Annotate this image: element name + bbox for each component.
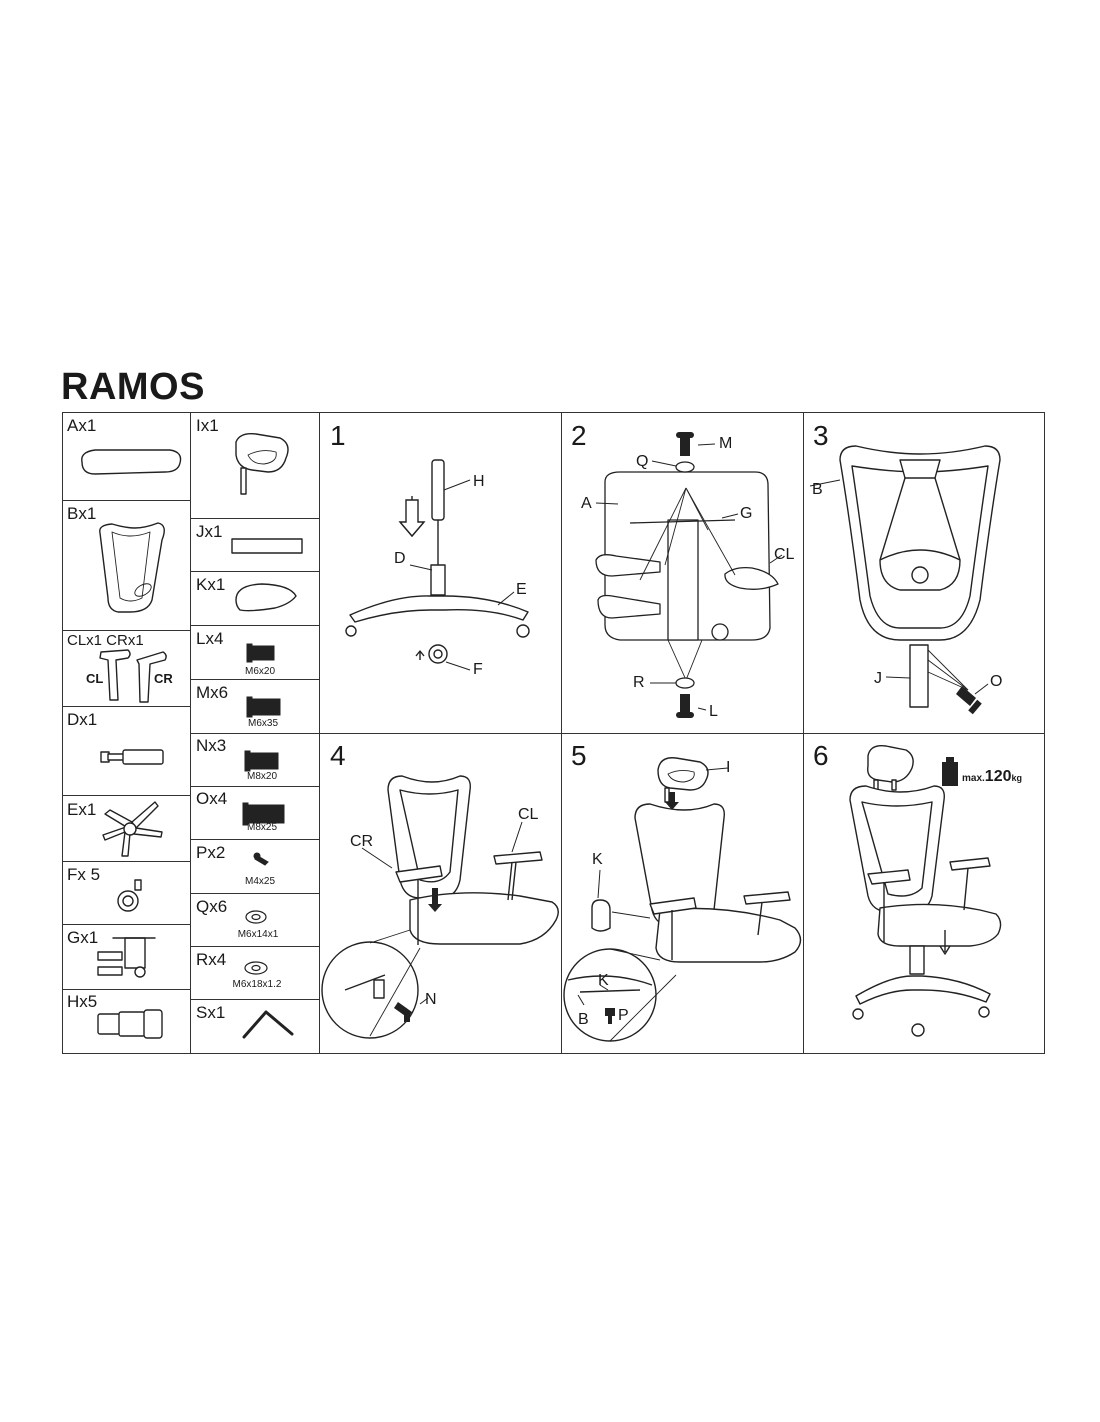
callout-CL: CL (774, 546, 795, 563)
part-label-M: Mx6 (196, 683, 229, 702)
part-label-CL-CR: CLx1 CRx1 (67, 632, 144, 649)
step-number-4: 4 (330, 740, 346, 771)
part-size-N: M8x20 (246, 771, 277, 782)
part-label-S: Sx1 (196, 1003, 226, 1022)
part-label-G: Gx1 (67, 928, 99, 947)
armrest-right-icon (136, 651, 167, 703)
sheet-frame (62, 412, 1045, 1054)
part-label-J: Jx1 (196, 522, 223, 541)
screw-O-icon (242, 802, 285, 826)
armrest-left-icon (99, 649, 131, 701)
part-size-Q: M6x14x1 (237, 929, 279, 940)
part-label-O: Ox4 (196, 789, 228, 808)
part-label-E: Ex1 (67, 800, 97, 819)
step-3-illustration (809, 445, 1001, 708)
seat-cushion-icon (81, 449, 182, 475)
callout-H: H (473, 473, 485, 490)
callout-I: I (726, 759, 731, 776)
callout-M: M (719, 435, 733, 452)
part-label-L: Lx4 (196, 629, 224, 648)
part-label-B: Bx1 (67, 504, 97, 523)
caster-icon (117, 879, 142, 912)
callout-CL-step4: CL (518, 806, 539, 823)
screw-M-icon (246, 696, 281, 718)
callout-K-detail: K (598, 972, 609, 989)
callout-O: O (990, 673, 1003, 690)
part-size-P: M4x25 (244, 876, 275, 887)
callout-E: E (516, 581, 527, 598)
weight-icon (942, 757, 958, 786)
callout-P: P (618, 1007, 629, 1024)
step-4-illustration (321, 775, 559, 1039)
part-label-D: Dx1 (67, 710, 98, 729)
screw-L-icon (246, 643, 275, 663)
plate-icon (231, 538, 303, 554)
callout-B: B (812, 481, 823, 498)
step-5-illustration (563, 757, 802, 1042)
max-load-label: max.120kg (962, 768, 1022, 786)
step-2-illustration (595, 443, 783, 711)
gas-lift-icon (100, 749, 164, 765)
part-label-K: Kx1 (196, 575, 226, 594)
part-label-R: Rx4 (196, 950, 227, 969)
callout-L: L (709, 703, 718, 720)
part-label-N: Nx3 (196, 736, 227, 755)
max-load-unit: kg (1011, 773, 1023, 783)
mechanism-icon (97, 937, 156, 978)
part-size-L: M6x20 (244, 666, 275, 677)
part-label-Q: Qx6 (196, 897, 228, 916)
part-sub-CL: CL (86, 671, 104, 686)
callout-J: J (874, 670, 882, 687)
part-size-M: M6x35 (247, 718, 278, 729)
headrest-icon (235, 432, 289, 473)
step-number-6: 6 (813, 740, 829, 771)
step-number-5: 5 (571, 740, 587, 771)
part-size-R: M6x18x1.2 (232, 979, 282, 990)
washer-Q-icon (245, 910, 267, 924)
screw-P-icon (253, 852, 269, 866)
hex-key-icon (242, 1010, 294, 1039)
part-label-F: Fx 5 (67, 865, 101, 884)
part-sub-CR: CR (154, 671, 173, 686)
part-label-H: Hx5 (67, 992, 98, 1011)
callout-K: K (592, 851, 603, 868)
washer-R-icon (244, 961, 268, 975)
screw-N-icon (244, 750, 279, 772)
callout-A: A (581, 495, 592, 512)
sleeve-icon (97, 1009, 163, 1039)
callout-N: N (425, 991, 437, 1008)
callout-G: G (740, 505, 753, 522)
step-number-1: 1 (330, 420, 346, 451)
callout-B-step5: B (578, 1011, 589, 1028)
part-size-O: M8x25 (246, 822, 277, 833)
callout-D: D (394, 550, 406, 567)
callout-CR: CR (350, 833, 374, 850)
callout-Q: Q (636, 453, 649, 470)
callout-R: R (633, 674, 645, 691)
max-load-value: 120 (984, 768, 1012, 785)
max-load-prefix: max. (962, 773, 985, 784)
part-label-I: Ix1 (196, 416, 219, 435)
step-1-illustration (345, 459, 530, 671)
star-base-icon (102, 801, 163, 857)
page-title: RAMOS (61, 366, 205, 408)
step-6-illustration (849, 745, 1002, 1037)
part-label-A: Ax1 (67, 416, 97, 435)
callout-F: F (473, 661, 483, 678)
step-number-3: 3 (813, 420, 829, 451)
step-number-2: 2 (571, 420, 587, 451)
part-label-P: Px2 (196, 843, 226, 862)
cover-icon (235, 583, 297, 612)
